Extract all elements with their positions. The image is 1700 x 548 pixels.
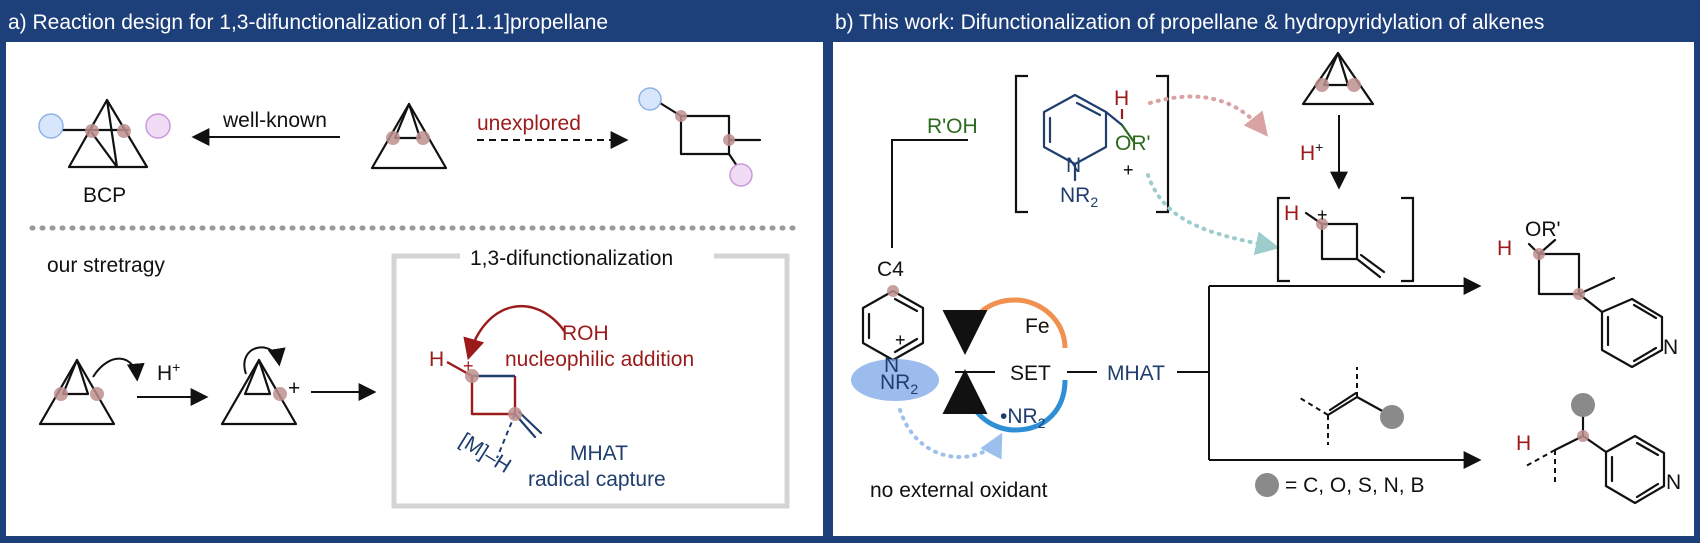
h-atom: H	[1114, 87, 1129, 110]
unexplored-label: unexplored	[477, 112, 581, 135]
h-plus-label: H+	[1300, 139, 1323, 165]
substituent-gray-circle	[1380, 405, 1404, 429]
product-h: H	[1497, 237, 1512, 260]
c4-addition-line	[891, 139, 968, 248]
bracket-left	[1276, 196, 1290, 283]
nr2-highlight	[851, 359, 939, 401]
substituent-purple-circle	[729, 163, 753, 187]
proton-transfer-arrow	[1148, 94, 1268, 137]
curved-arrow	[243, 346, 286, 375]
radical-cycle-arrow	[942, 369, 1068, 433]
nr2-group: NR2	[1060, 184, 1098, 210]
set-label: SET	[1010, 362, 1051, 385]
strategy-label: our stretragy	[47, 254, 165, 277]
product-or-prime: OR'	[1525, 218, 1561, 241]
h-atom: H	[429, 348, 444, 371]
nucleophilic-addition-label: nucleophilic addition	[505, 348, 694, 371]
mhat-label: MHAT	[570, 442, 628, 465]
c4-label: C4	[877, 258, 904, 281]
bracket-right	[1401, 196, 1415, 283]
legend-equation: = C, O, S, N, B	[1285, 474, 1424, 497]
propellane-start	[38, 357, 145, 426]
carbocation-intermediate	[220, 346, 298, 426]
h-atom: H	[1284, 202, 1299, 225]
fe-label: Fe	[1025, 315, 1050, 338]
bcp-label: BCP	[83, 184, 126, 207]
nitrogen-atom: N	[884, 354, 899, 377]
dihydropyridine-adduct	[1042, 93, 1135, 182]
product-pyridine-n: N	[1666, 471, 1681, 494]
plus-charge: +	[895, 330, 906, 350]
plus-charge: +	[1123, 160, 1134, 180]
nitrogen-atom: N	[1066, 154, 1081, 177]
or-prime-group: OR'	[1115, 132, 1151, 155]
nucleophile-arrow	[463, 305, 566, 361]
substituent-gray-circle	[1571, 393, 1595, 417]
product-pyridine-n: N	[1663, 336, 1678, 359]
bracket-right	[1156, 74, 1170, 214]
roh-prime-label: R'OH	[927, 115, 978, 138]
panel-b-title: b) This work: Difunctionalization of pro…	[835, 11, 1544, 34]
plus-charge: +	[288, 377, 300, 400]
nucleophile-transfer-arrow	[1146, 173, 1280, 256]
nr2-group: NR2	[880, 371, 918, 397]
mhat-label: MHAT	[1107, 362, 1165, 385]
panel-a-title: a) Reaction design for 1,3-difunctionali…	[8, 11, 608, 34]
curved-arrow	[92, 357, 145, 382]
product-h: H	[1516, 432, 1531, 455]
cyclobutyl-cation-b	[1304, 211, 1386, 279]
legend-gray-circle	[1255, 473, 1279, 497]
bracket-left	[1014, 74, 1028, 214]
propellane-b	[1301, 51, 1375, 106]
substituent-blue-circle	[638, 87, 662, 111]
radical-capture-label: radical capture	[528, 468, 666, 491]
nr2-radical: •NR2	[1000, 405, 1046, 431]
plus-charge: +	[463, 356, 474, 376]
roh-label: ROH	[562, 322, 609, 345]
no-oxidant-label: no external oxidant	[870, 479, 1048, 502]
bcp-structure	[38, 98, 171, 169]
alkyl-pyridine-product	[1525, 393, 1666, 505]
cyclobutyl-cation	[446, 305, 566, 459]
h-plus-label: H+	[157, 359, 180, 385]
bcp-pyridine-product	[1527, 238, 1664, 369]
plus-charge: +	[1317, 205, 1328, 225]
fe-cycle-arrow	[942, 297, 1068, 355]
mhat-dashed-bond	[496, 413, 516, 459]
box-title: 1,3-difunctionalization	[470, 247, 673, 270]
box-title-mask	[460, 242, 714, 268]
alkene-substrate	[1299, 367, 1404, 445]
well-known-label: well-known	[222, 109, 327, 132]
substituent-purple-circle	[145, 113, 171, 139]
radical-transfer-arrow	[898, 408, 1003, 460]
substituent-blue-circle	[38, 113, 64, 139]
propellane-structure	[370, 102, 448, 170]
cyclobutane-product	[638, 87, 762, 187]
